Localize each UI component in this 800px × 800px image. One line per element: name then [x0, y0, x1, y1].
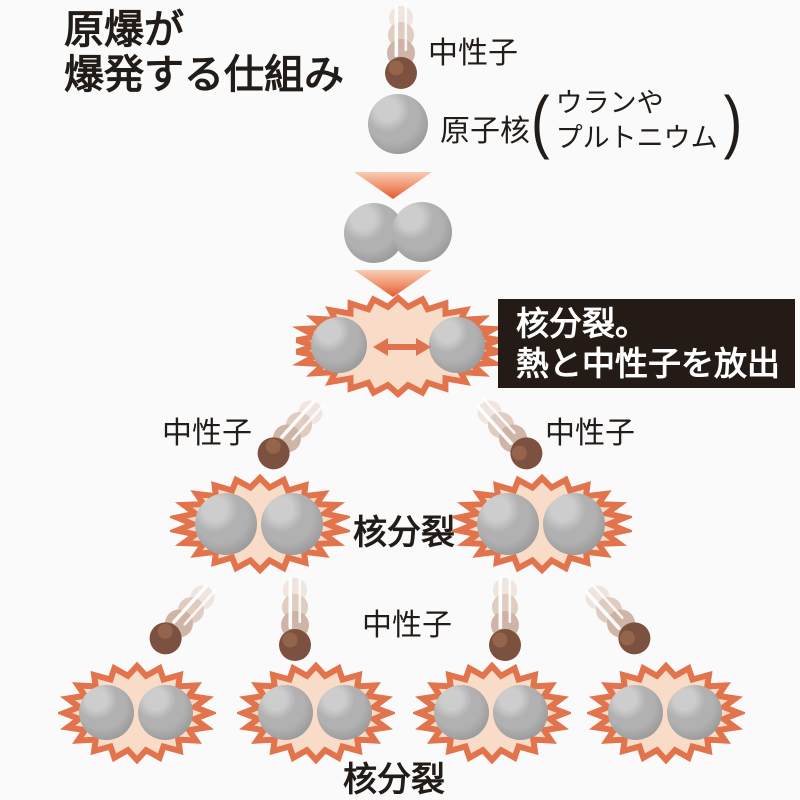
neutron-branch-right-label: 中性子	[545, 417, 635, 450]
title-line-1: 原爆が	[64, 8, 184, 52]
fission-fragment	[261, 493, 323, 555]
fission-burst-row2-right	[448, 472, 636, 576]
fission-fragment	[493, 685, 548, 740]
fission-fragment	[477, 493, 539, 555]
neutron-branch-right-icon	[466, 389, 549, 476]
nucleus-note-lines: ウランや プルトニウム	[556, 86, 718, 156]
fission-burst-row4-1	[55, 660, 219, 766]
neutron-row3-4-icon	[574, 574, 657, 661]
nucleus-legend-icon	[368, 94, 428, 154]
paren-close: )	[723, 81, 743, 160]
nucleus-note: ( ウランや プルトニウム )	[531, 81, 743, 160]
fission-burst-main	[289, 291, 507, 401]
down-arrow-1-icon	[354, 172, 432, 199]
fission-fragment-left	[311, 317, 367, 373]
fission-fragment	[543, 493, 605, 555]
neutron-branch-left-icon	[251, 389, 334, 476]
fission-fragment	[138, 685, 193, 740]
fission-fragment	[317, 685, 372, 740]
nucleus-note-line-1: ウランや	[555, 88, 664, 118]
fission-burst-row2-left	[166, 472, 354, 576]
fission-fragment	[195, 493, 257, 555]
fission-burst-row4-2	[234, 660, 398, 766]
neutron-row3-3-icon	[489, 574, 521, 661]
page-title: 原爆が 爆発する仕組み	[64, 8, 344, 98]
callout-line-1: 核分裂。	[516, 305, 648, 342]
neutron-mid-label: 中性子	[362, 609, 452, 642]
callout-line-2: 熱と中性子を放出	[516, 345, 780, 382]
fission-fragment	[608, 685, 663, 740]
fission-callout: 核分裂。 熱と中性子を放出	[498, 299, 795, 388]
neutron-legend-icon	[385, 2, 417, 89]
fission-fragment	[434, 685, 489, 740]
fission-fragment	[258, 685, 313, 740]
neutron-branch-left-label: 中性子	[162, 417, 252, 450]
fission-fragment-right	[429, 317, 485, 373]
fission-bottom-label: 核分裂	[343, 761, 445, 799]
fission-burst-row4-3	[410, 660, 574, 766]
fission-mid-label: 核分裂	[353, 514, 455, 552]
paren-open: (	[531, 81, 550, 160]
neutron-row3-2-icon	[279, 574, 311, 661]
absorbed-nucleus-right	[392, 202, 452, 262]
nucleus-note-line-2: プルトニウム	[555, 123, 718, 154]
fission-fragment	[667, 685, 722, 740]
oscillation-arrow-icon	[373, 338, 431, 356]
fission-fragment	[79, 685, 134, 740]
fission-burst-row4-4	[584, 660, 748, 766]
neutron-row3-1-icon	[143, 574, 226, 661]
neutron-legend-label: 中性子	[428, 37, 518, 70]
title-line-2: 爆発する仕組み	[64, 53, 344, 98]
nucleus-legend-label: 原子核	[440, 115, 530, 148]
